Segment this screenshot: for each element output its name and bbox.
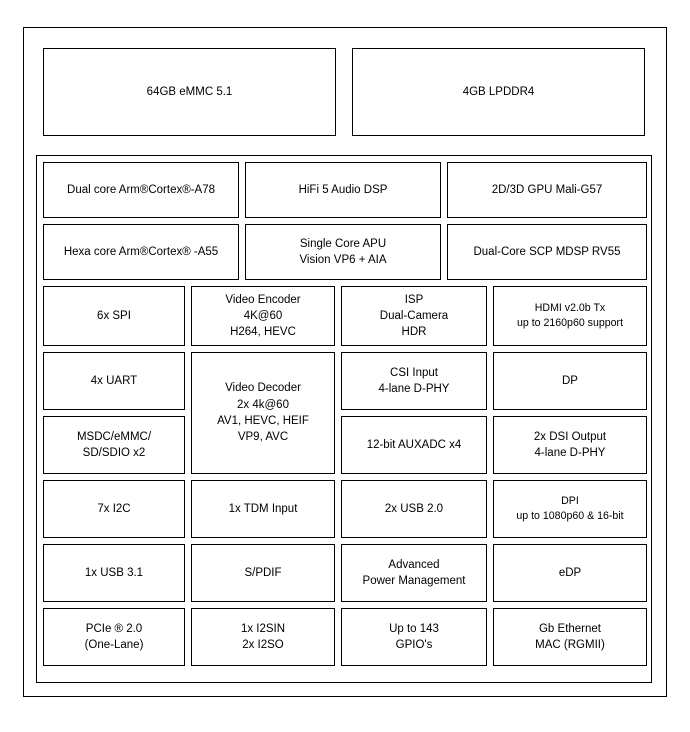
block-pcie: PCIe ® 2.0 (One-Lane): [43, 608, 185, 666]
block-apu-vision: Single Core APU Vision VP6 + AIA: [245, 224, 441, 280]
external-memory-row: 64GB eMMC 5.1 4GB LPDDR4: [43, 48, 645, 136]
block-dsi-output: 2x DSI Output 4-lane D-PHY: [493, 416, 647, 474]
block-power-management: Advanced Power Management: [341, 544, 487, 602]
block-csi-input: CSI Input 4-lane D-PHY: [341, 352, 487, 410]
block-cpu-a78: Dual core Arm®Cortex®-A78: [43, 162, 239, 218]
block-tdm-input: 1x TDM Input: [191, 480, 335, 538]
block-auxadc: 12-bit AUXADC x4: [341, 416, 487, 474]
module-outer-frame: 64GB eMMC 5.1 4GB LPDDR4 Dual core Arm®C…: [23, 27, 667, 697]
block-dp: DP: [493, 352, 647, 410]
block-spdif: S/PDIF: [191, 544, 335, 602]
block-usb2: 2x USB 2.0: [341, 480, 487, 538]
emmc-storage-block: 64GB eMMC 5.1: [43, 48, 336, 136]
soc-inner-frame: Dual core Arm®Cortex®-A78 HiFi 5 Audio D…: [36, 155, 652, 683]
block-video-decoder: Video Decoder 2x 4k@60 AV1, HEVC, HEIF V…: [191, 352, 335, 474]
lpddr4-memory-block: 4GB LPDDR4: [352, 48, 645, 136]
block-gpu: 2D/3D GPU Mali-G57: [447, 162, 647, 218]
block-i2s: 1x I2SIN 2x I2SO: [191, 608, 335, 666]
block-isp: ISP Dual-Camera HDR: [341, 286, 487, 346]
block-hdmi: HDMI v2.0b Tx up to 2160p60 support: [493, 286, 647, 346]
block-dpi: DPI up to 1080p60 & 16-bit: [493, 480, 647, 538]
block-msdc-sdio: MSDC/eMMC/ SD/SDIO x2: [43, 416, 185, 474]
block-ethernet-mac: Gb Ethernet MAC (RGMII): [493, 608, 647, 666]
block-usb3: 1x USB 3.1: [43, 544, 185, 602]
block-video-encoder: Video Encoder 4K@60 H264, HEVC: [191, 286, 335, 346]
block-i2c: 7x I2C: [43, 480, 185, 538]
block-cpu-a55: Hexa core Arm®Cortex® -A55: [43, 224, 239, 280]
block-audio-dsp: HiFi 5 Audio DSP: [245, 162, 441, 218]
block-edp: eDP: [493, 544, 647, 602]
block-uart: 4x UART: [43, 352, 185, 410]
block-gpio: Up to 143 GPIO's: [341, 608, 487, 666]
block-scp-mdsp: Dual-Core SCP MDSP RV55: [447, 224, 647, 280]
soc-block-grid: Dual core Arm®Cortex®-A78 HiFi 5 Audio D…: [43, 162, 647, 676]
block-spi: 6x SPI: [43, 286, 185, 346]
